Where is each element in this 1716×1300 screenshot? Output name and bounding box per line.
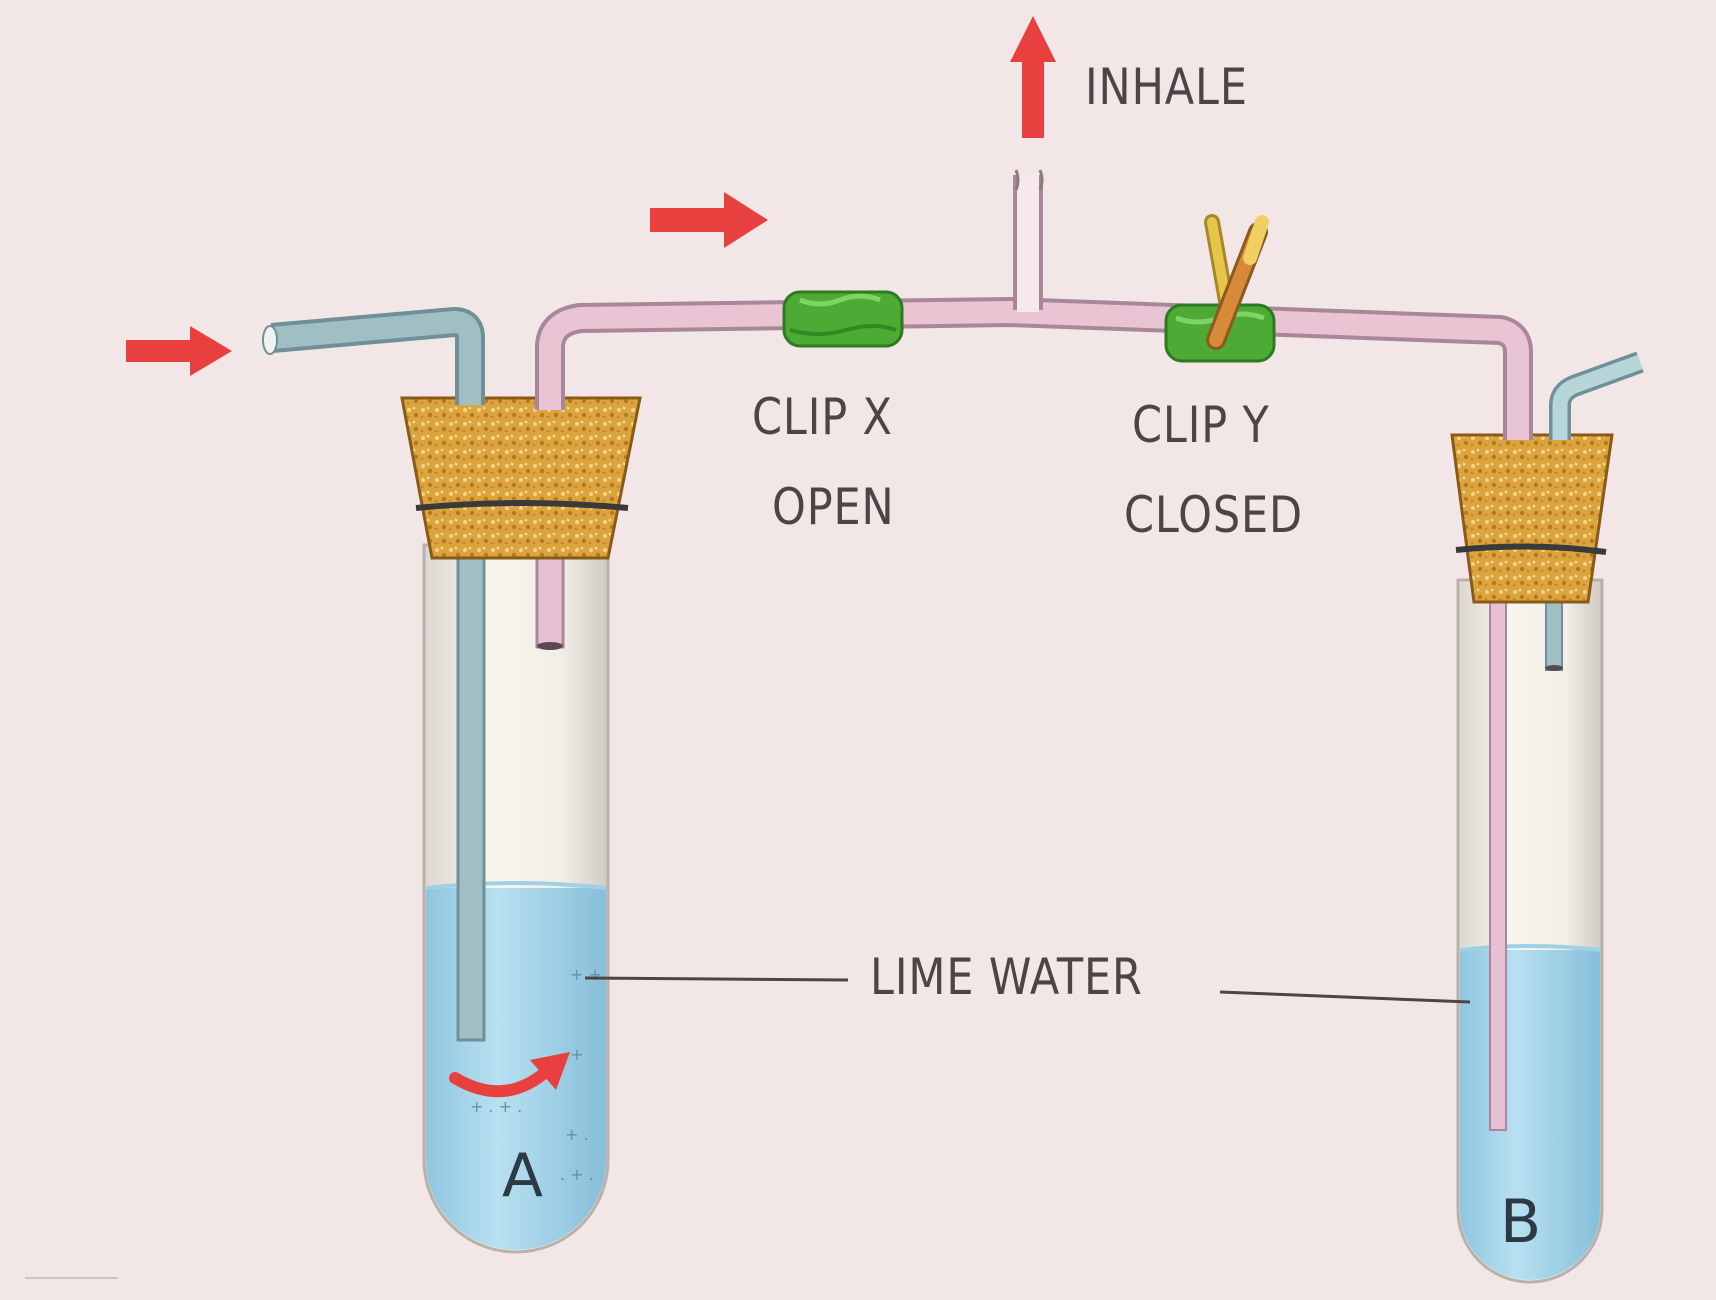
clip-x-name-label: CLIP X: [752, 388, 893, 446]
inhale-label: INHALE: [1085, 58, 1248, 116]
clip-x-state-label: OPEN: [772, 478, 895, 536]
svg-text:+ +: + +: [570, 965, 602, 984]
curved-arrow-icon: [449, 1064, 554, 1098]
svg-text:. + .: . + .: [560, 1165, 594, 1184]
clip-y: [1164, 214, 1276, 363]
leader-line-a: [584, 976, 849, 982]
cork-a: [400, 396, 642, 560]
clip-x: [782, 290, 904, 348]
inlet-tube-b: [1489, 559, 1507, 1131]
inlet-tube-a: [456, 526, 486, 1042]
right-arrow-icon: [126, 326, 232, 376]
tube-b-label: B: [1500, 1187, 1542, 1257]
lime-water-label: LIME WATER: [870, 948, 1143, 1006]
tube-a-label: A: [502, 1141, 544, 1211]
svg-text:+ .: + .: [565, 1125, 589, 1144]
up-arrow-icon: [1010, 16, 1056, 138]
leader-line-b: [1219, 990, 1471, 1004]
clip-y-name-label: CLIP Y: [1132, 396, 1270, 454]
right-arrow-icon: [650, 192, 768, 248]
clip-y-state-label: CLOSED: [1124, 486, 1304, 544]
cork-b: [1450, 433, 1614, 604]
test-tube-b: [1450, 433, 1614, 1284]
svg-text:+ . + .: + . + .: [470, 1097, 522, 1116]
test-tube-a: + . + . . + + . + + . + .: [400, 396, 642, 1254]
